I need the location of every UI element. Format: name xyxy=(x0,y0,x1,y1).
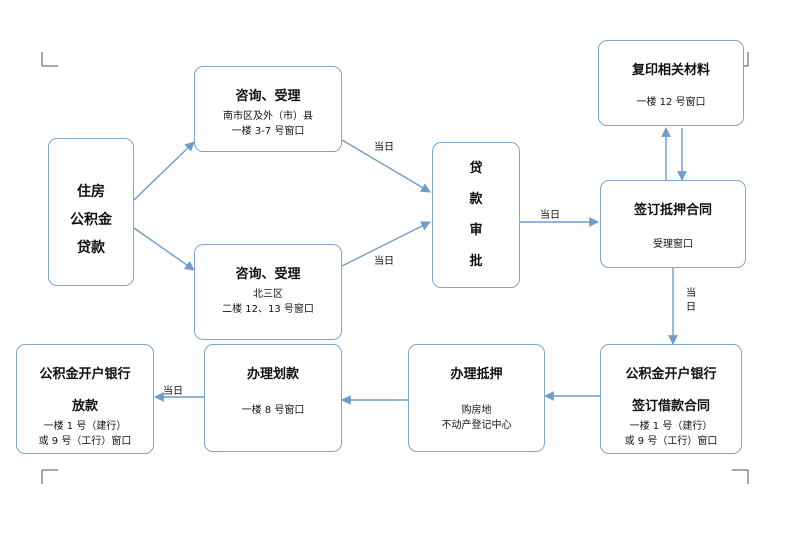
node-housing-line-1: 住房 xyxy=(77,184,105,200)
node-mortgage-contract-title: 签订抵押合同 xyxy=(633,203,712,218)
node-copy-title: 复印相关材料 xyxy=(631,63,710,78)
node-housing-line-2: 公积金 xyxy=(70,212,112,228)
node-mortgage-contract: 签订抵押合同 受理窗口 xyxy=(600,180,746,268)
node-loan-contract-title-1: 公积金开户银行 xyxy=(625,367,717,382)
node-consult-north: 咨询、受理 北三区 二楼 12、13 号窗口 xyxy=(194,244,342,340)
arrow-housing-to-consult-a xyxy=(133,141,195,201)
node-consult-north-sub-1: 北三区 xyxy=(253,289,283,300)
arrow-consult-b-to-approval xyxy=(341,221,431,267)
node-housing-line-3: 贷款 xyxy=(77,240,105,256)
crop-mark-bottom-right xyxy=(732,469,749,484)
edge-label-vertical-2: 日 xyxy=(686,302,696,313)
node-release-sub-1: 一楼 1 号（建行） xyxy=(43,421,127,432)
node-consult-south: 咨询、受理 南市区及外（市）县 一楼 3-7 号窗口 xyxy=(194,66,342,152)
node-housing-fund-loan: 住房 公积金 贷款 xyxy=(48,138,134,286)
node-approval-line-1: 贷 xyxy=(469,161,483,176)
node-approval-line-4: 批 xyxy=(469,254,483,269)
node-loan-contract: 公积金开户银行 签订借款合同 一楼 1 号（建行） 或 9 号（工行）窗口 xyxy=(600,344,742,454)
node-transfer-title: 办理划款 xyxy=(246,367,299,382)
arrow-consult-a-to-approval xyxy=(341,139,431,193)
node-consult-north-title: 咨询、受理 xyxy=(235,267,301,282)
node-consult-north-sub-2: 二楼 12、13 号窗口 xyxy=(222,304,314,315)
edge-label-approval: 当日 xyxy=(540,210,560,221)
node-loan-approval: 贷 款 审 批 xyxy=(432,142,520,288)
node-loan-release: 公积金开户银行 放款 一楼 1 号（建行） 或 9 号（工行）窗口 xyxy=(16,344,154,454)
node-release-title-1: 公积金开户银行 xyxy=(39,367,131,382)
node-mortgage-title: 办理抵押 xyxy=(450,367,503,382)
node-mortgage: 办理抵押 购房地 不动产登记中心 xyxy=(408,344,545,452)
edge-label-consult-b: 当日 xyxy=(374,256,394,267)
arrow-housing-to-consult-b xyxy=(133,227,195,271)
edge-label-release: 当日 xyxy=(163,386,183,397)
node-approval-line-2: 款 xyxy=(469,192,483,207)
crop-mark-top-left xyxy=(41,52,58,67)
node-approval-line-3: 审 xyxy=(469,223,483,238)
node-consult-south-sub-1: 南市区及外（市）县 xyxy=(223,111,313,122)
node-consult-south-title: 咨询、受理 xyxy=(235,89,301,104)
crop-mark-bottom-left xyxy=(41,469,58,484)
node-release-title-2: 放款 xyxy=(71,399,98,414)
node-transfer-sub-1: 一楼 8 号窗口 xyxy=(241,405,305,416)
node-copy-materials: 复印相关材料 一楼 12 号窗口 xyxy=(598,40,744,126)
node-mortgage-contract-sub-1: 受理窗口 xyxy=(653,239,693,250)
node-transfer: 办理划款 一楼 8 号窗口 xyxy=(204,344,342,452)
node-loan-contract-sub-2: 或 9 号（工行）窗口 xyxy=(624,436,718,447)
node-copy-sub-1: 一楼 12 号窗口 xyxy=(636,97,706,108)
node-release-sub-2: 或 9 号（工行）窗口 xyxy=(38,436,132,447)
node-mortgage-sub-2: 不动产登记中心 xyxy=(441,420,512,431)
node-consult-south-sub-2: 一楼 3-7 号窗口 xyxy=(231,126,305,137)
node-loan-contract-sub-1: 一楼 1 号（建行） xyxy=(629,421,713,432)
edge-label-consult-a: 当日 xyxy=(374,142,394,153)
node-mortgage-sub-1: 购房地 xyxy=(461,405,492,416)
edge-label-vertical-1: 当 xyxy=(686,288,696,299)
node-loan-contract-title-2: 签订借款合同 xyxy=(631,399,710,414)
